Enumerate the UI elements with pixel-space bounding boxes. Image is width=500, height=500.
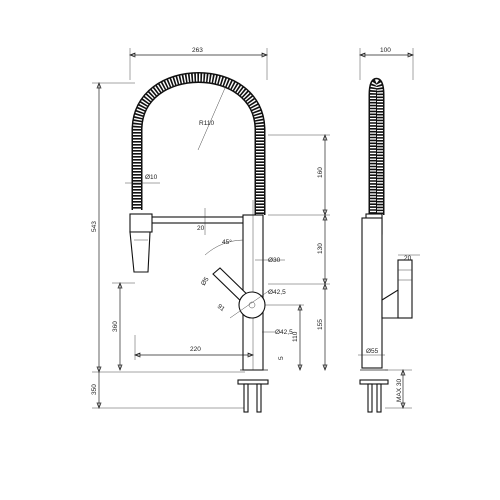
width-263-label: 263 xyxy=(192,47,203,54)
dia-5-label: Ø5 xyxy=(200,276,211,287)
dim-155-label: 155 xyxy=(317,319,324,330)
mounting-shank xyxy=(237,369,269,413)
spray-arm xyxy=(129,213,261,273)
radius-label: R110 xyxy=(199,120,214,127)
dim-20-spray-label: 20 xyxy=(197,225,205,232)
front-view: 263 543 350 R110 Ø10 xyxy=(91,47,330,413)
dim-220-label: 220 xyxy=(190,346,201,353)
dim-130-label: 130 xyxy=(317,243,324,254)
dia-10-label: Ø10 xyxy=(145,174,158,181)
lever-handle xyxy=(212,267,266,319)
right-dimensions: 160 130 155 110 xyxy=(265,134,330,371)
dim-91-label: 91 xyxy=(216,303,226,313)
dia-42-5-base-label: Ø42,5 xyxy=(275,329,293,336)
dim-110-label: 110 xyxy=(292,331,299,342)
width-100-label: 100 xyxy=(380,47,391,54)
height-dimensions: 543 350 xyxy=(91,82,245,409)
dia-30-label: Ø30 xyxy=(268,257,281,264)
height-543-label: 543 xyxy=(91,221,98,232)
dim-160-label: 160 xyxy=(317,167,324,178)
dim-5-label: 5 xyxy=(278,356,285,360)
dim-20-side-label: 20 xyxy=(404,255,412,262)
width-dimension: 263 xyxy=(129,47,268,80)
max-30-label: MAX 30 xyxy=(396,378,403,402)
angle-45-label: 45° xyxy=(222,238,232,246)
side-view: 100 20 Ø55 MAX 30 xyxy=(358,47,420,413)
faucet-column xyxy=(242,200,264,371)
dia-42-5-top-label: Ø42,5 xyxy=(268,289,286,296)
height-350-label: 350 xyxy=(91,384,98,395)
spring-hose xyxy=(131,72,266,215)
dim-360-label: 360 xyxy=(112,321,119,332)
dia-55-label: Ø55 xyxy=(366,348,379,355)
